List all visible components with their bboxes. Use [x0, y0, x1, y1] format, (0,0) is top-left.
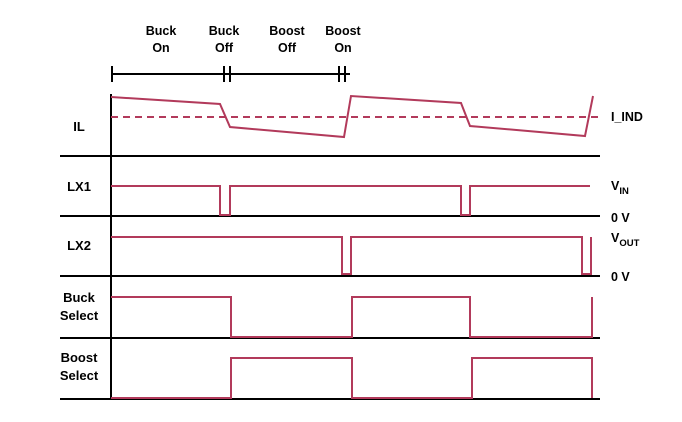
phase-buck-on-line1: Buck [146, 24, 177, 38]
phase-timeline [111, 66, 350, 82]
label-zero-v-1: 0 V [611, 211, 630, 225]
row-labels: IL LX1 LX2 Buck Select Boost Select [60, 119, 99, 383]
label-vin: VIN [611, 179, 629, 197]
phase-buck-off-line1: Buck [209, 24, 240, 38]
phase-boost-on-line1: Boost [325, 24, 361, 38]
row-label-lx1: LX1 [67, 179, 91, 194]
phase-buck-on-line2: On [152, 41, 169, 55]
right-labels: I_IND VIN 0 V VOUT 0 V [611, 110, 643, 284]
phase-boost-off-line2: Off [278, 41, 297, 55]
phase-boost-on-line2: On [334, 41, 351, 55]
label-vout-sub: OUT [619, 238, 639, 249]
waveforms [110, 94, 600, 399]
label-i-ind: I_IND [611, 110, 643, 124]
il-waveform [110, 94, 594, 139]
phase-labels: Buck On Buck Off Boost Off Boost On [146, 24, 362, 55]
lx2-waveform [111, 236, 592, 275]
row-label-buck-line1: Buck [63, 290, 96, 305]
row-label-boost-line2: Select [60, 368, 99, 383]
label-vin-main: V [611, 179, 620, 193]
boost-select-waveform [111, 357, 593, 399]
row-label-boost-line1: Boost [61, 350, 99, 365]
label-vin-sub: IN [619, 186, 629, 197]
label-zero-v-2: 0 V [611, 270, 630, 284]
phase-boost-off-line1: Boost [269, 24, 305, 38]
label-vout-main: V [611, 231, 620, 245]
row-label-il: IL [73, 119, 85, 134]
axes [60, 94, 600, 400]
label-vout: VOUT [611, 231, 640, 249]
row-label-buck-line2: Select [60, 308, 99, 323]
phase-buck-off-line2: Off [215, 41, 234, 55]
buck-select-waveform [111, 296, 593, 338]
row-label-lx2: LX2 [67, 238, 91, 253]
lx1-waveform [111, 185, 590, 216]
